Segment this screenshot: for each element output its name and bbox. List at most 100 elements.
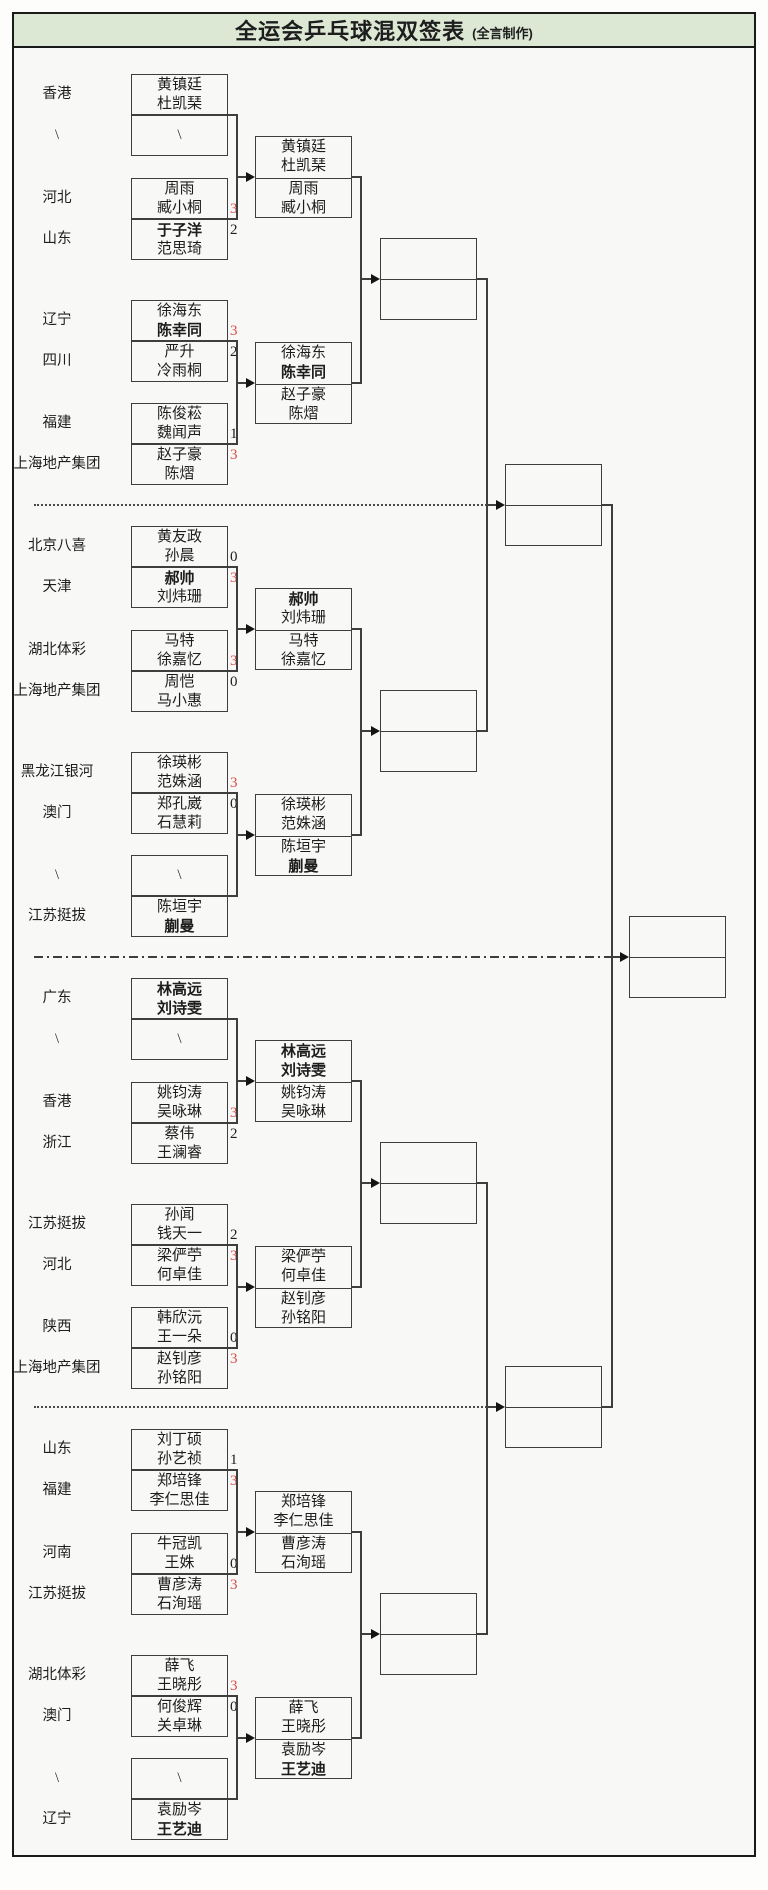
team-box: 于子洋范思琦 (131, 219, 228, 260)
region-label: 江苏挺拔 (28, 1586, 86, 1602)
connector-line (228, 1244, 238, 1246)
player-name: 陈垣宇 (280, 839, 326, 855)
connector-line (236, 1244, 238, 1349)
region-label: 上海地产集团 (13, 456, 101, 472)
player-name: 郝帅 (164, 570, 195, 587)
advance-arrow-icon (496, 500, 505, 510)
bye-box: \ (131, 855, 228, 896)
box-divider (381, 731, 476, 732)
player-name: 石洵瑶 (156, 1596, 202, 1612)
advance-arrow-icon (246, 1527, 255, 1537)
player-name: 孙铭阳 (280, 1310, 326, 1326)
connector-line (228, 1695, 238, 1697)
player-name: 蒯曼 (288, 858, 319, 875)
player-name: 徐瑛彬 (280, 797, 326, 813)
team-box: 牛冠凯王姝 (131, 1533, 228, 1574)
player-name: 关卓琳 (156, 1718, 202, 1734)
winner-cell: 马特徐嘉忆 (256, 630, 351, 671)
player-name: 王姝 (164, 1555, 195, 1571)
team-box: 徐瑛彬范姝涵 (131, 752, 228, 793)
connector-line (228, 1122, 238, 1124)
team-box: 薛飞王晓彤 (131, 1655, 228, 1696)
winner-cell: 郑培锋李仁思佳 (256, 1492, 351, 1533)
player-name: 梁俨苧 (280, 1249, 326, 1265)
player-name: 林高远 (156, 981, 202, 998)
winner-cell: 徐海东陈幸同 (256, 343, 351, 384)
connector-line (237, 628, 246, 630)
player-name: 王澜睿 (156, 1145, 202, 1161)
player-name: 袁励岑 (156, 1802, 202, 1818)
connector-line (602, 1406, 613, 1408)
score-badge: 2 (230, 222, 238, 238)
connector-line (236, 114, 238, 220)
player-name: 陈幸同 (280, 364, 326, 381)
connector-line (477, 278, 487, 280)
box-divider (630, 957, 725, 958)
connector-line (237, 382, 246, 384)
score-badge: 0 (230, 674, 238, 690)
winner-cell: 徐瑛彬范姝涵 (256, 795, 351, 836)
region-label: 四川 (42, 353, 72, 369)
connector-line (236, 1469, 238, 1575)
connector-line (237, 1080, 246, 1082)
region-label: 湖北体彩 (28, 1667, 86, 1683)
advance-arrow-icon (371, 1629, 380, 1639)
player-name: 赵子豪 (280, 387, 326, 403)
region-label: 香港 (42, 1094, 72, 1110)
connector-line (602, 504, 613, 506)
player-name: 范姝涵 (156, 774, 202, 790)
region-label: \ (54, 1770, 60, 1786)
winner-cell: 曹彦涛石洵瑶 (256, 1533, 351, 1574)
team-box: 姚钧涛吴咏琳 (131, 1082, 228, 1123)
round2-box: 郝帅刘炜珊马特徐嘉忆 (255, 588, 352, 670)
team-box: 袁励岑王艺迪 (131, 1799, 228, 1840)
team-box: 周雨臧小桐 (131, 178, 228, 219)
player-name: 梁俨苧 (156, 1248, 202, 1264)
player-name: 陈熠 (288, 406, 319, 422)
score-badge: 2 (230, 1126, 238, 1142)
connector-line (352, 834, 362, 836)
connector-line (237, 834, 246, 836)
advance-arrow-icon (246, 172, 255, 182)
team-box: 刘丁硕孙艺祯 (131, 1429, 228, 1470)
advance-arrow-icon (371, 726, 380, 736)
region-label: 上海地产集团 (13, 683, 101, 699)
semifinal-box (505, 464, 602, 546)
player-name: 吴咏琳 (156, 1104, 202, 1120)
team-box: 赵子豪陈熠 (131, 444, 228, 485)
connector-line (236, 792, 238, 897)
player-name: 李仁思佳 (149, 1492, 210, 1508)
connector-line (361, 1633, 371, 1635)
player-name: 郑培锋 (280, 1494, 326, 1510)
player-name: 袁励岑 (280, 1742, 326, 1758)
quarterfinal-box (380, 1142, 477, 1224)
region-label: 山东 (42, 231, 72, 247)
region-label: \ (54, 1031, 60, 1047)
quarterfinal-box (380, 690, 477, 772)
player-name: 刘诗雯 (156, 1000, 202, 1017)
advance-arrow-icon (496, 1402, 505, 1412)
player-name: 赵钊彦 (156, 1351, 202, 1367)
team-box: 黄镇廷杜凯琹 (131, 74, 228, 115)
player-name: 马小惠 (156, 693, 202, 709)
score-badge: 3 (230, 1473, 238, 1489)
connector-line (360, 176, 362, 384)
player-name: 郝帅 (288, 591, 319, 608)
region-label: 黑龙江银河 (20, 764, 94, 780)
team-box: 何俊辉关卓琳 (131, 1696, 228, 1737)
player-name: 林高远 (280, 1043, 326, 1060)
score-badge: 3 (230, 1248, 238, 1264)
player-name: 刘炜珊 (156, 589, 202, 605)
connector-line (228, 1573, 238, 1575)
winner-cell: 黄镇廷杜凯琹 (256, 137, 351, 178)
winner-cell: 赵子豪陈熠 (256, 384, 351, 425)
score-badge: 1 (230, 426, 238, 442)
region-label: 河北 (42, 190, 72, 206)
player-name: 范思琦 (156, 241, 202, 257)
player-name: 牛冠凯 (156, 1536, 202, 1552)
score-badge: 0 (230, 796, 238, 812)
winner-cell: 陈垣宇蒯曼 (256, 836, 351, 877)
player-name: 马特 (164, 633, 195, 649)
player-name: 刘炜珊 (280, 610, 326, 626)
team-box: 徐海东陈幸同 (131, 300, 228, 341)
